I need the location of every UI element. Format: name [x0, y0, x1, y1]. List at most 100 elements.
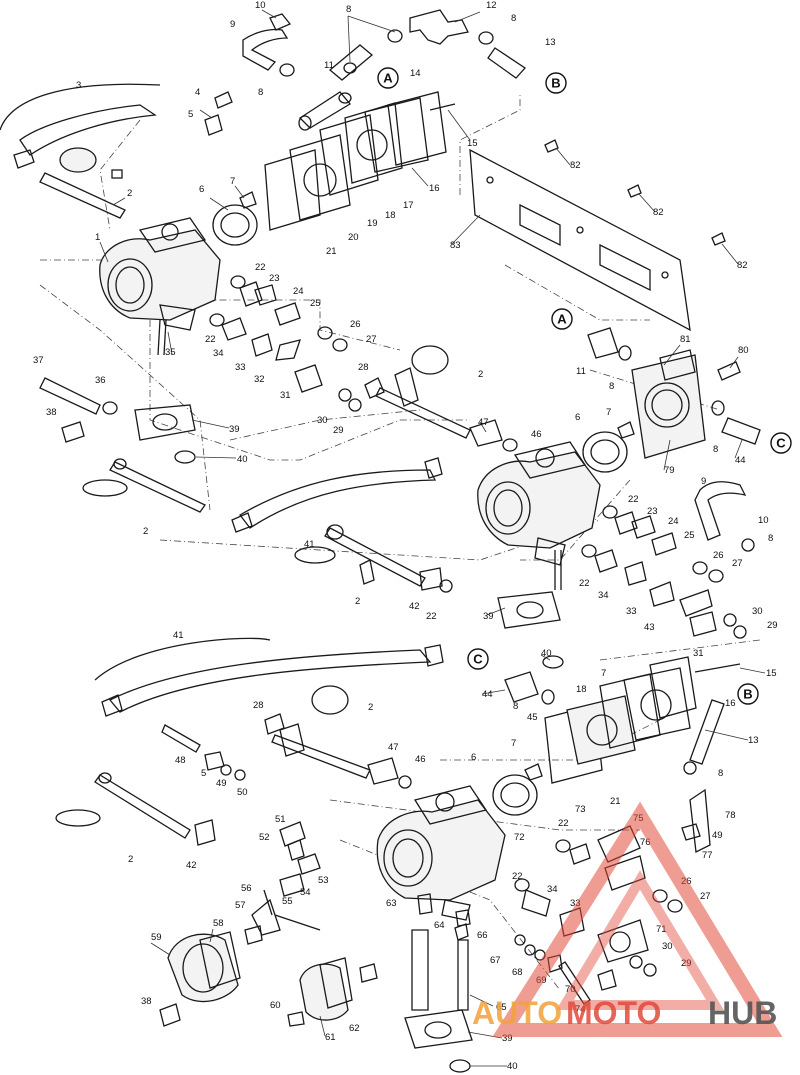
part-label: 26 — [713, 550, 724, 561]
part-label: 37 — [33, 355, 44, 366]
part-label: 29 — [681, 958, 692, 969]
part-label: 36 — [95, 375, 106, 386]
part-label: 7 — [601, 668, 606, 679]
part-label: 32 — [254, 374, 265, 385]
hose-assembly-41-lower — [94, 637, 444, 717]
part-label: 1 — [95, 232, 100, 243]
part-label: 70 — [565, 984, 576, 995]
middle-left-throttle-shaft — [82, 458, 206, 513]
reference-circle — [377, 67, 399, 89]
leader-lines — [99, 109, 766, 1067]
part-label: 3 — [76, 80, 81, 91]
lower-throttle-shaft — [264, 685, 412, 789]
part-label: 5 — [201, 768, 206, 779]
part-label: 47 — [478, 417, 489, 428]
reference-letter: B — [743, 687, 752, 702]
part-label: 59 — [151, 932, 162, 943]
reference-circle — [770, 432, 792, 454]
part-label: 24 — [668, 516, 679, 527]
part-label: 28 — [253, 700, 264, 711]
part-label: 39 — [502, 1033, 513, 1044]
part-label: 10 — [758, 515, 769, 526]
part-label: 2 — [478, 369, 483, 380]
part-label: 54 — [300, 887, 311, 898]
part-label: 4 — [195, 87, 200, 98]
part-label: 40 — [237, 454, 248, 465]
middle-small-parts — [581, 505, 747, 639]
part-label: 8 — [513, 701, 518, 712]
part-label: 27 — [732, 558, 743, 569]
part-label: 28 — [358, 362, 369, 373]
part-label: 48 — [175, 755, 186, 766]
part-label: 52 — [259, 832, 270, 843]
part-label: 8 — [718, 768, 723, 779]
part-label: 23 — [647, 506, 658, 517]
lower-right-valve-stack — [504, 656, 741, 784]
part-label: 5 — [188, 109, 193, 120]
part-label: 18 — [385, 210, 396, 221]
upper-throttle-shaft — [375, 345, 518, 452]
part-label: 2 — [128, 854, 133, 865]
part-label: 33 — [626, 606, 637, 617]
part-label: 79 — [664, 465, 675, 476]
part-label: 40 — [507, 1061, 518, 1072]
part-label: 81 — [680, 334, 691, 345]
part-label: 16 — [725, 698, 736, 709]
part-label: 2 — [355, 596, 360, 607]
part-label: 41 — [173, 630, 184, 641]
part-label: 67 — [490, 955, 501, 966]
part-label: 29 — [333, 425, 344, 436]
part-label: 15 — [467, 138, 478, 149]
lower-left-small-parts — [55, 724, 321, 897]
part-label: 56 — [241, 883, 252, 894]
carburetor-lower-center — [376, 763, 543, 921]
right-flange-79 — [587, 327, 761, 459]
part-label: 40 — [541, 648, 552, 659]
part-label: 22 — [426, 611, 437, 622]
part-label: 82 — [737, 260, 748, 271]
reference-letter: C — [473, 652, 483, 667]
reference-letter: C — [776, 436, 786, 451]
lower-left-covers — [159, 889, 378, 1027]
part-label: 2 — [143, 526, 148, 537]
top-hoses — [242, 9, 526, 131]
part-label: 22 — [558, 818, 569, 829]
part-label: 12 — [486, 0, 497, 11]
part-label: 7 — [511, 738, 516, 749]
part-label: 22 — [255, 262, 266, 273]
part-label: 38 — [141, 996, 152, 1007]
carburetor-middle-right — [477, 421, 755, 590]
left-small-parts — [39, 377, 196, 464]
part-label: 82 — [653, 207, 664, 218]
part-label: 21 — [326, 246, 337, 257]
part-label: 23 — [269, 273, 280, 284]
part-label: 26 — [350, 319, 361, 330]
part-label: 24 — [293, 286, 304, 297]
part-label: 29 — [767, 620, 778, 631]
part-label: 33 — [570, 898, 581, 909]
part-label: 46 — [415, 754, 426, 765]
part-label: 44 — [482, 689, 493, 700]
part-label: 58 — [213, 918, 224, 929]
part-label: 68 — [512, 967, 523, 978]
part-label: 74 — [575, 1004, 586, 1015]
part-label: 45 — [527, 712, 538, 723]
watermark-triangle-inner — [556, 870, 724, 1010]
part-label: 53 — [318, 875, 329, 886]
part-label: 49 — [216, 778, 227, 789]
part-label: 11 — [576, 366, 586, 377]
part-label: 13 — [748, 735, 759, 746]
part-label: 80 — [738, 345, 749, 356]
part-label: 71 — [656, 924, 667, 935]
part-label: 8 — [609, 381, 614, 392]
part-label: 2 — [127, 188, 132, 199]
part-label: 51 — [275, 814, 286, 825]
part-label: 8 — [768, 533, 773, 544]
lower-right-small-parts — [514, 788, 711, 1005]
reference-circle — [545, 72, 567, 94]
part-label: 65 — [496, 1002, 507, 1013]
part-label: 38 — [46, 407, 57, 418]
part-label: 8 — [346, 4, 351, 15]
